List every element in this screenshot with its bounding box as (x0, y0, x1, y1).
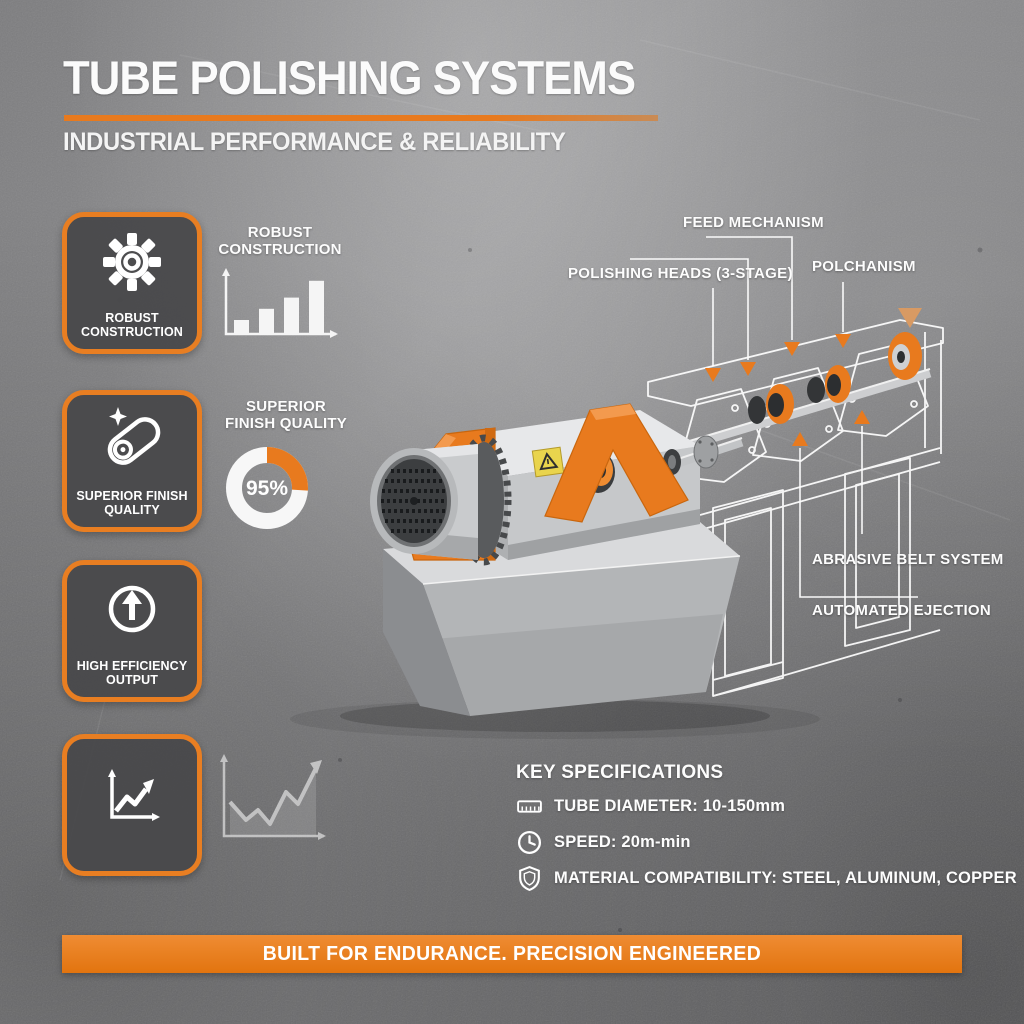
finish-donut: 95% (226, 447, 308, 529)
stat-title-finish: SUPERIOR FINISH QUALITY (225, 398, 347, 433)
callout-polishing-heads: POLISHING HEADS (3-STAGE) (568, 265, 793, 282)
line-chart-icon (108, 769, 160, 821)
feed-direction-arrow (898, 308, 922, 328)
machine-render (290, 403, 820, 739)
motor (370, 434, 512, 566)
specs-title: KEY SPECIFICATIONS (516, 762, 724, 783)
polishing-rings (748, 332, 922, 424)
trend-mini-chart (220, 754, 326, 840)
arrow-up-circle-icon (108, 585, 156, 633)
feature-card-growth (62, 734, 202, 876)
roller-icon (107, 407, 161, 465)
title-underline (64, 115, 658, 121)
page-title: TUBE POLISHING SYSTEMS (63, 51, 636, 104)
feature-label: ROBUST CONSTRUCTION (81, 310, 183, 340)
callout-automated-ejection: AUTOMATED EJECTION (812, 602, 992, 619)
feature-label: SUPERIOR FINISH QUALITY (76, 488, 188, 518)
spec-row-material: MATERIAL COMPATIBILITY: STEEL, ALUMINUM,… (516, 865, 1017, 892)
spec-text: SPEED: 20m-min (554, 833, 691, 851)
leader-lines (630, 236, 918, 598)
feature-card-robust-construction: ROBUST CONSTRUCTION (62, 212, 202, 354)
callout-feed-mechanism: FEED MECHANISM (683, 214, 824, 231)
ruler-icon (517, 800, 542, 813)
feature-card-high-efficiency: HIGH EFFICIENCY OUTPUT (62, 560, 202, 702)
footer-banner: BUILT FOR ENDURANCE. PRECISION ENGINEERE… (62, 935, 962, 973)
bracket-right (544, 403, 689, 523)
stat-title-robust: ROBUST CONSTRUCTION (218, 224, 342, 259)
warning-sticker (531, 446, 565, 478)
callout-mechanism: POLCHANISM (812, 258, 916, 275)
robust-bar-chart (222, 268, 338, 338)
spec-row-tube-diameter: TUBE DIAMETER: 10-150mm (516, 793, 1017, 820)
feature-card-superior-finish: SUPERIOR FINISH QUALITY (62, 390, 202, 532)
shield-icon (519, 865, 540, 892)
callout-abrasive-belt: ABRASIVE BELT SYSTEM (812, 551, 1004, 568)
spec-row-speed: SPEED: 20m-min (516, 829, 1017, 856)
spec-text: MATERIAL COMPATIBILITY: STEEL, ALUMINUM,… (554, 869, 1017, 887)
key-specifications: KEY SPECIFICATIONS TUBE DIAMETER: 10-150… (516, 762, 1017, 892)
gear-icon (103, 233, 161, 291)
donut-value: 95% (246, 477, 288, 500)
spec-text: TUBE DIAMETER: 10-150mm (554, 797, 786, 815)
page-subtitle: INDUSTRIAL PERFORMANCE & RELIABILITY (63, 128, 566, 156)
feature-label: HIGH EFFICIENCY OUTPUT (76, 658, 188, 688)
clock-icon (517, 830, 542, 855)
banner-text: BUILT FOR ENDURANCE. PRECISION ENGINEERE… (262, 942, 762, 965)
callout-arrows (705, 334, 870, 446)
